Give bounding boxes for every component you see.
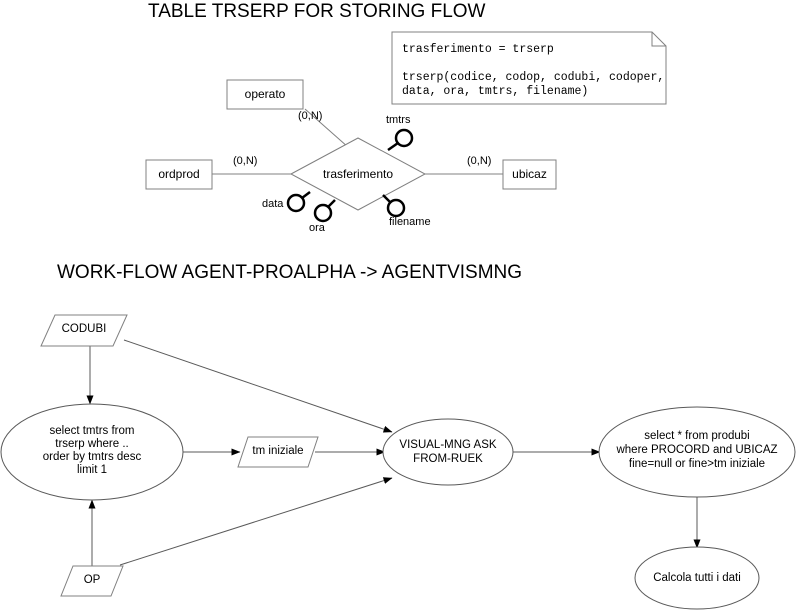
wf-node-op: [60, 565, 124, 597]
er-entity-ubicaz: [502, 159, 557, 190]
data-circle: [286, 193, 306, 213]
note-box: [391, 31, 667, 105]
data-stem: [301, 191, 311, 199]
er-attribute-circles: [286, 128, 414, 223]
filename-stem: [382, 194, 391, 203]
er-entity-operato: [226, 79, 304, 110]
er-attributes: [301, 141, 399, 208]
wf-node-calcola: [634, 546, 760, 610]
wf-node-select-tmtrs: [0, 403, 184, 501]
wf-node-visual-mng: [382, 418, 514, 486]
wf-node-codubi: [40, 314, 128, 347]
edge-codubi-to-visual-mng: [123, 339, 393, 433]
wf-edges: [86, 339, 701, 566]
wf-node-select-produbi: [598, 406, 796, 498]
ora-circle: [313, 203, 333, 223]
ora-stem: [327, 199, 336, 208]
wf-node-tm-iniziale: [237, 436, 319, 468]
filename-circle: [386, 198, 406, 218]
tmtrs-stem: [387, 141, 399, 152]
er-relationship-trasferimento: [289, 137, 427, 211]
er-entity-ordprod: [145, 159, 213, 190]
tmtrs-circle: [394, 128, 414, 148]
er-section-title: TABLE TRSERP FOR STORING FLOW: [148, 1, 486, 22]
workflow-section-title: WORK-FLOW AGENT-PROALPHA -> AGENTVISMNG: [57, 262, 523, 283]
edge-op-to-visual-mng: [119, 477, 393, 566]
